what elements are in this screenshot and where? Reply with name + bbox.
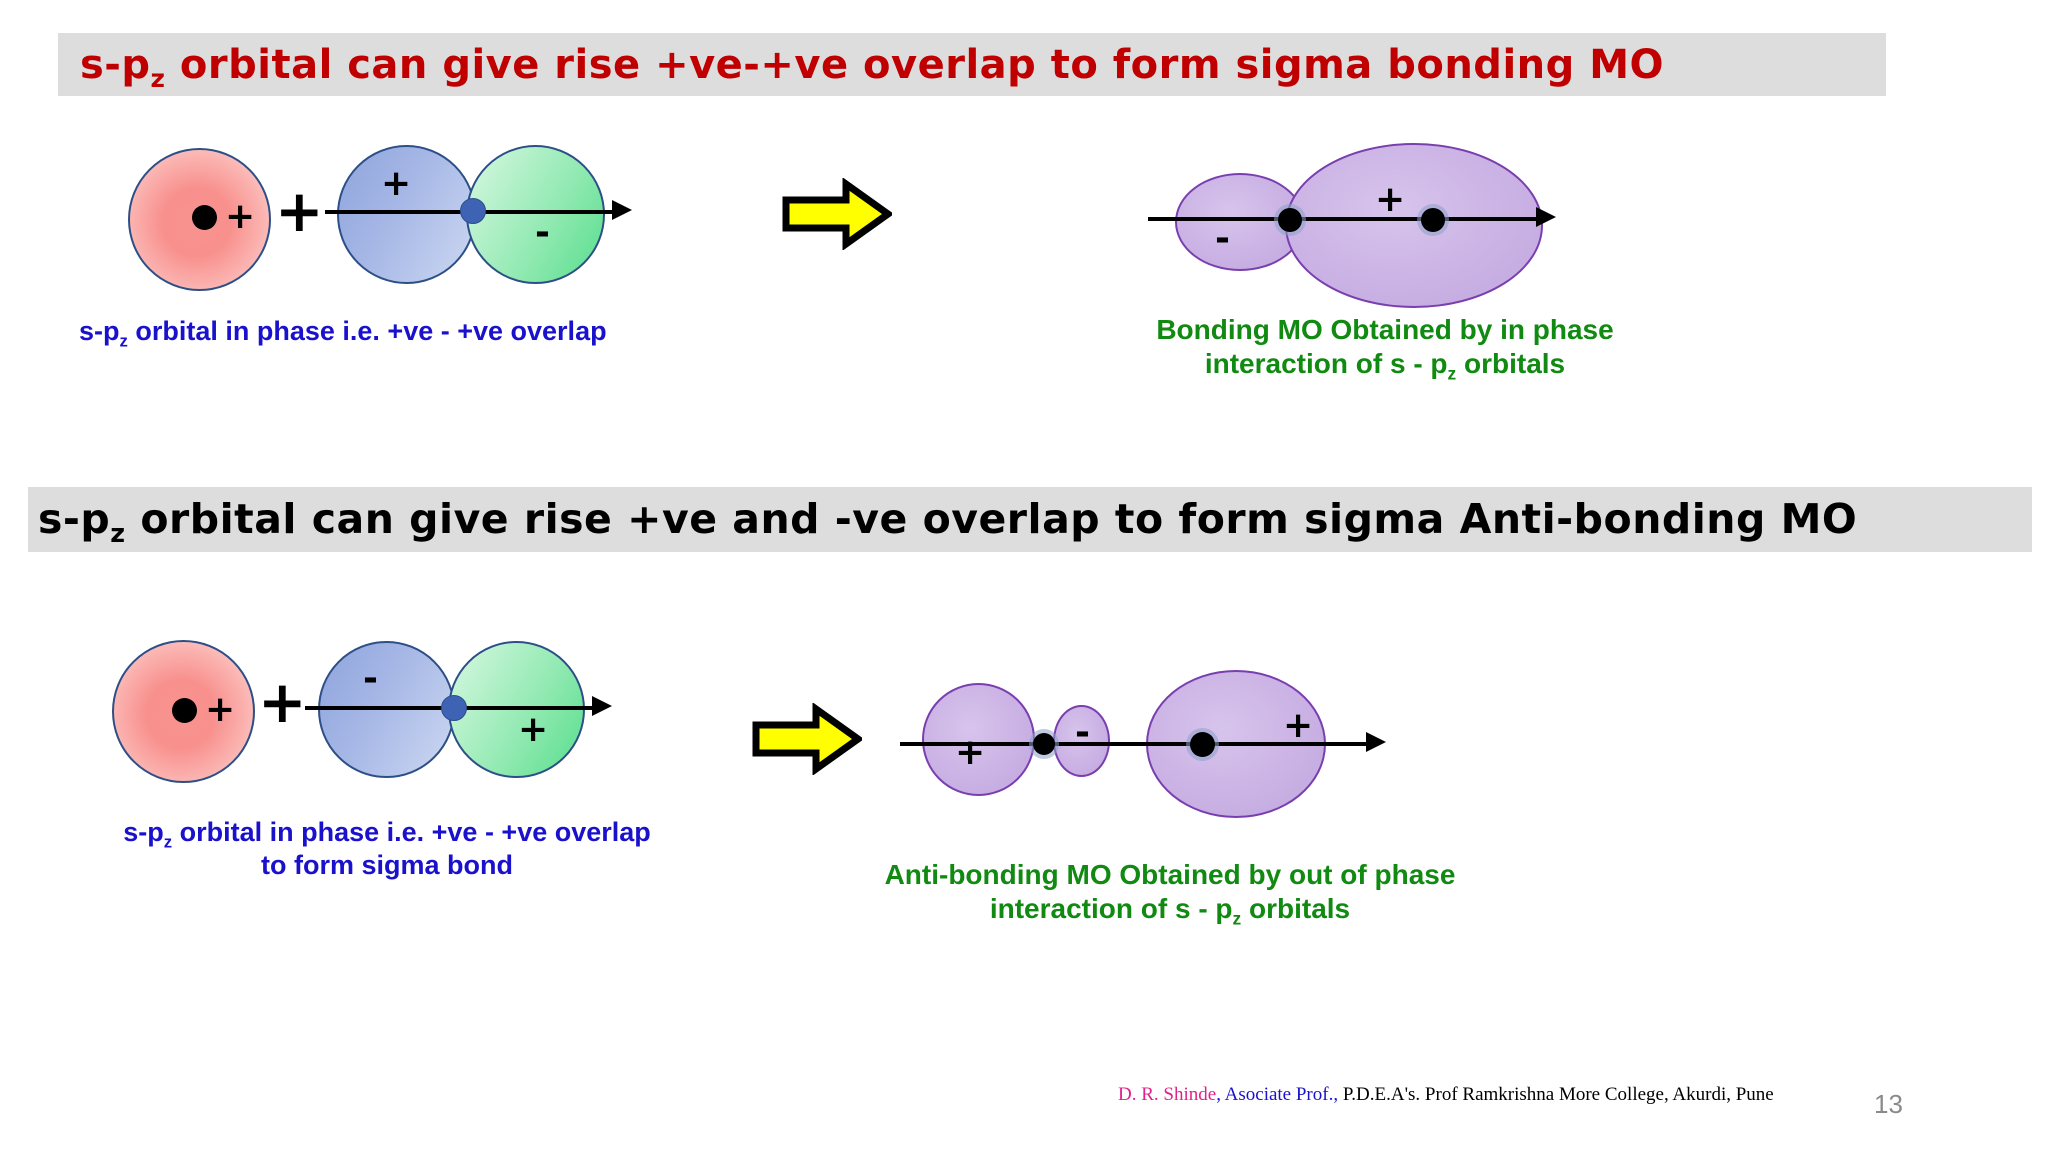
footer-author-role: , Asociate Prof., xyxy=(1216,1084,1339,1105)
caption-1r-subscript: z xyxy=(1447,363,1457,384)
p-orbital-1-left-sign: + xyxy=(381,163,412,204)
transform-arrow-1 xyxy=(782,177,895,255)
section-2-banner: s-pz orbital can give rise +ve and -ve o… xyxy=(28,487,2032,552)
yellow-arrow-icon xyxy=(782,177,895,251)
s-orbital-2 xyxy=(112,640,255,783)
operator-plus-2: + xyxy=(258,668,307,736)
antibonding-mo-first-sign: + xyxy=(955,732,986,773)
caption-1r-suffix: orbitals xyxy=(1456,348,1566,380)
s-orbital-1-sign: + xyxy=(225,196,256,237)
yellow-arrow-icon xyxy=(752,702,865,776)
caption-2r-subscript: z xyxy=(1232,908,1242,929)
bonding-mo-axis-arrowhead xyxy=(1536,207,1556,227)
bonding-mo-nucleus-right xyxy=(1421,208,1445,232)
transform-arrow-2 xyxy=(752,702,865,780)
caption-1-subscript: z xyxy=(119,331,128,351)
bonding-mo-small-lobe-sign: - xyxy=(1215,218,1230,259)
section-1-banner: s-pz orbital can give rise +ve-+ve overl… xyxy=(58,33,1886,96)
bonding-mo-large-lobe xyxy=(1285,143,1543,308)
footer-affiliation: P.D.E.A's. Prof Ramkrishna More College,… xyxy=(1338,1084,1774,1105)
antibonding-mo-second-lobe xyxy=(1053,705,1110,777)
caption-2r-prefix: interaction of s - p xyxy=(989,893,1233,925)
antibonding-mo-second-sign: - xyxy=(1075,712,1090,753)
caption-2-suffix: orbital in phase i.e. +ve - +ve overlap xyxy=(172,817,651,847)
p-orbital-2-left-sign: - xyxy=(363,658,378,699)
antibonding-mo-axis xyxy=(900,742,1370,746)
page-number: 13 xyxy=(1874,1089,1903,1119)
section-1-title: s-pz orbital can give rise +ve-+ve overl… xyxy=(80,41,1664,91)
s-orbital-2-nucleus xyxy=(172,698,197,723)
p-orbital-2-nucleus xyxy=(441,695,467,721)
caption-2-subscript: z xyxy=(163,832,173,852)
antibonding-mo-axis-arrowhead xyxy=(1366,732,1386,752)
footer-author-name: D. R. Shinde xyxy=(1118,1084,1217,1105)
title-1-suffix: orbital can give rise +ve-+ve overlap to… xyxy=(165,41,1664,88)
title-2-prefix: s-p xyxy=(38,495,111,543)
antibonding-mo-first-lobe xyxy=(922,683,1035,796)
footer-attribution: D. R. Shinde, Asociate Prof., P.D.E.A's.… xyxy=(1118,1084,1774,1106)
caption-1-suffix: orbital in phase i.e. +ve - +ve overlap xyxy=(127,316,607,346)
title-2-subscript: z xyxy=(110,518,126,549)
antibonding-mo-nucleus-right xyxy=(1190,732,1215,757)
section-1-right-caption-line1: Bonding MO Obtained by in phase xyxy=(1156,314,1614,345)
caption-1-prefix: s-p xyxy=(79,316,120,346)
bonding-mo-nucleus-left xyxy=(1278,208,1302,232)
caption-2r-suffix: orbitals xyxy=(1241,893,1351,925)
antibonding-mo-nucleus-left xyxy=(1033,733,1055,755)
section-1-right-caption-line2: interaction of s - pz orbitals xyxy=(1100,347,1670,384)
s-orbital-1-nucleus xyxy=(192,205,217,230)
p-orbital-2-right-sign: + xyxy=(518,709,549,750)
caption-2-prefix: s-p xyxy=(123,817,164,847)
title-2-suffix: orbital can give rise +ve and -ve overla… xyxy=(125,495,1858,543)
s-orbital-2-sign: + xyxy=(205,689,236,730)
p-orbital-1-nucleus xyxy=(460,198,486,224)
antibonding-mo-third-sign: + xyxy=(1283,705,1314,746)
section-1-left-caption: s-pz orbital in phase i.e. +ve - +ve ove… xyxy=(79,315,719,351)
section-2-right-caption-line2: interaction of s - pz orbitals xyxy=(825,892,1515,929)
section-2-left-caption-line1: s-pz orbital in phase i.e. +ve - +ve ove… xyxy=(57,816,717,852)
section-2-title: s-pz orbital can give rise +ve and -ve o… xyxy=(38,499,1857,546)
title-1-prefix: s-p xyxy=(80,41,151,88)
section-1-right-caption: Bonding MO Obtained by in phase interact… xyxy=(1100,313,1670,384)
section-2-left-caption-line2: to form sigma bond xyxy=(261,849,513,880)
p-orbital-1-right-sign: - xyxy=(535,212,550,253)
p-orbital-1-axis-arrowhead xyxy=(612,200,632,220)
title-1-subscript: z xyxy=(150,63,166,93)
operator-plus-1: + xyxy=(275,177,324,245)
p-orbital-2-axis-arrowhead xyxy=(592,696,612,716)
section-2-left-caption: s-pz orbital in phase i.e. +ve - +ve ove… xyxy=(57,816,717,882)
section-2-right-caption: Anti-bonding MO Obtained by out of phase… xyxy=(825,858,1515,929)
caption-1r-prefix: interaction of s - p xyxy=(1204,348,1448,380)
p-orbital-1-left-lobe xyxy=(337,145,476,284)
bonding-mo-large-lobe-sign: + xyxy=(1375,179,1406,220)
section-2-right-caption-line1: Anti-bonding MO Obtained by out of phase xyxy=(884,859,1456,890)
bonding-mo-axis xyxy=(1148,217,1538,221)
